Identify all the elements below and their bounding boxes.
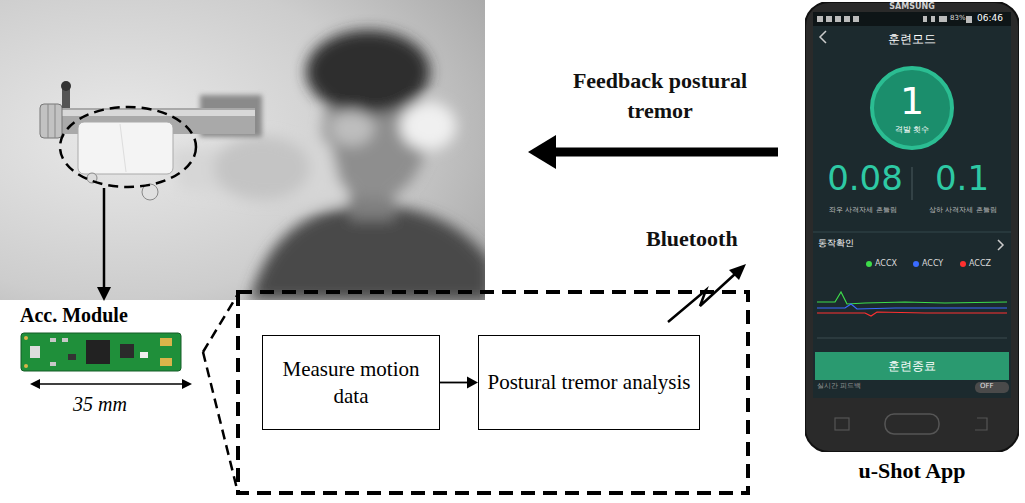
dimension-label: 35 mm (40, 392, 160, 416)
pistol-barrel (40, 81, 255, 200)
feedback-arrow (528, 135, 778, 169)
acc-chart (817, 292, 1007, 338)
legend-text: ACCZ (969, 259, 991, 268)
legend-swatch (866, 261, 872, 267)
section-title: 동작확인 (818, 238, 854, 249)
app-name: u-Shot App (795, 458, 1025, 484)
arrow-head (467, 377, 478, 389)
module-group-frame (238, 292, 748, 493)
sensor-module: Acc. Module (20, 304, 202, 376)
legend-item: ACCZ (960, 259, 991, 268)
clock-label: 06:46 (977, 13, 1003, 24)
metric-caption: 좌우 사격자세 흔들림 (813, 206, 913, 214)
home-button (885, 414, 939, 434)
bluetooth-bolt (668, 264, 746, 322)
legend-swatch (913, 261, 919, 267)
highlight-ellipse (60, 107, 196, 187)
link-label: Bluetooth (646, 226, 738, 252)
process-text: Measure motion data (271, 356, 431, 409)
toggle (975, 382, 1009, 393)
flow-arrow (440, 377, 478, 389)
shot-count: 1 (900, 82, 924, 120)
arrow-label: Feedback postural tremor (545, 66, 775, 125)
module-title: Acc. Module (20, 304, 202, 327)
metric-value: 0.08 (815, 158, 915, 199)
legend-text: ACCY (922, 259, 943, 268)
battery-label: 83% (950, 14, 966, 22)
brand-label: SAMSUNG (862, 2, 962, 12)
expand-bracket (203, 294, 238, 493)
counter-caption: 격발 횟수 (895, 124, 930, 135)
blurred-shooter (170, 30, 485, 300)
phone-screen (813, 12, 1011, 398)
legend-text: ACCX (875, 259, 897, 268)
toggle-state: OFF (980, 382, 994, 390)
shot-counter: 1 격발 횟수 (870, 66, 954, 150)
process-box: Measure motion data (262, 335, 440, 430)
legend-item: ACCX (866, 259, 897, 268)
metric-caption: 상하 사격자세 흔들림 (913, 206, 1013, 214)
pcb-board (20, 332, 182, 372)
toggle-caption: 실시간 피드백 (817, 382, 861, 390)
arrow-line (440, 382, 469, 384)
button-text: 훈련종료 (888, 358, 936, 375)
end-button: 훈련종료 (815, 352, 1009, 380)
module-arrow (97, 188, 111, 301)
sensor-module (78, 122, 173, 174)
dimension-arrow (30, 379, 192, 389)
process-text: Postural tremor analysis (488, 369, 691, 395)
status-icons (817, 16, 972, 23)
more-chevron (998, 240, 1003, 250)
legend-swatch (960, 261, 966, 267)
process-box: Postural tremor analysis (478, 335, 700, 430)
metric-value: 0.1 (917, 158, 1007, 199)
back-chevron (820, 31, 826, 43)
legend-item: ACCY (913, 259, 943, 268)
shooter-photo (0, 0, 485, 300)
screen-title: 훈련모드 (852, 32, 972, 46)
